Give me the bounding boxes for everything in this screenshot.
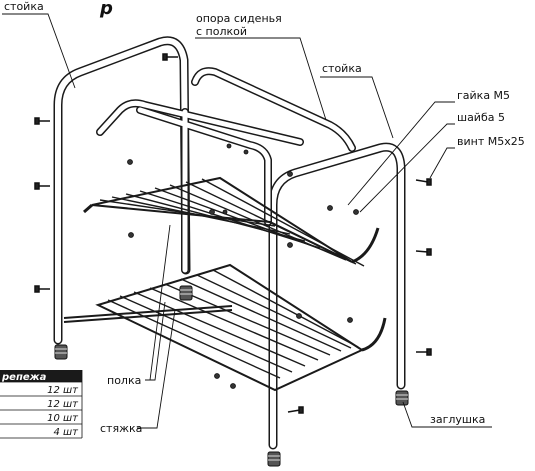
cap-right [395,390,409,406]
cap-left [54,344,68,360]
screw-icon [162,53,178,61]
fastener-table: репежа 12 шт 12 шт 10 шт 4 шт [0,370,83,439]
upper-shelf [83,176,380,267]
end-caps [54,285,409,467]
label-shayba: шайба 5 [457,111,505,124]
right-front-post [268,142,406,450]
screws [34,53,432,414]
screw-icon [415,178,432,186]
screw-icon [34,117,50,125]
label-vint: винт М5х25 [457,135,525,148]
cap-bottom [267,451,281,467]
table-row-2: 12 шт [47,399,79,410]
table-header: репежа [1,372,47,383]
screw-icon [34,285,50,293]
screw-icon [416,348,432,356]
leader-lines [2,13,492,429]
label-opora-line2: с полкой [196,25,247,38]
table-header-bg [0,370,82,382]
screw-icon [34,182,50,190]
tie-rod [63,305,233,323]
label-gayka: гайка М5 [457,89,510,102]
screw-icon [415,248,432,256]
label-stoyka-right: стойка [322,62,362,75]
lower-shelf [95,263,387,392]
table-row-4: 4 шт [53,427,79,438]
cap-center [179,285,193,301]
label-polka: полка [107,374,141,387]
frame [53,36,406,450]
table-row-1: 12 шт [47,385,79,396]
title-fragment: р [99,0,113,19]
label-styazhka: стяжка [100,422,142,435]
label-stoyka-left: стойка [4,0,44,13]
table-row-3: 10 шт [47,413,79,424]
nuts-and-washers [127,143,359,389]
label-opora-line1: опора сиденья [196,12,282,25]
screw-icon [287,406,304,414]
label-zaglushka: заглушка [430,413,485,426]
